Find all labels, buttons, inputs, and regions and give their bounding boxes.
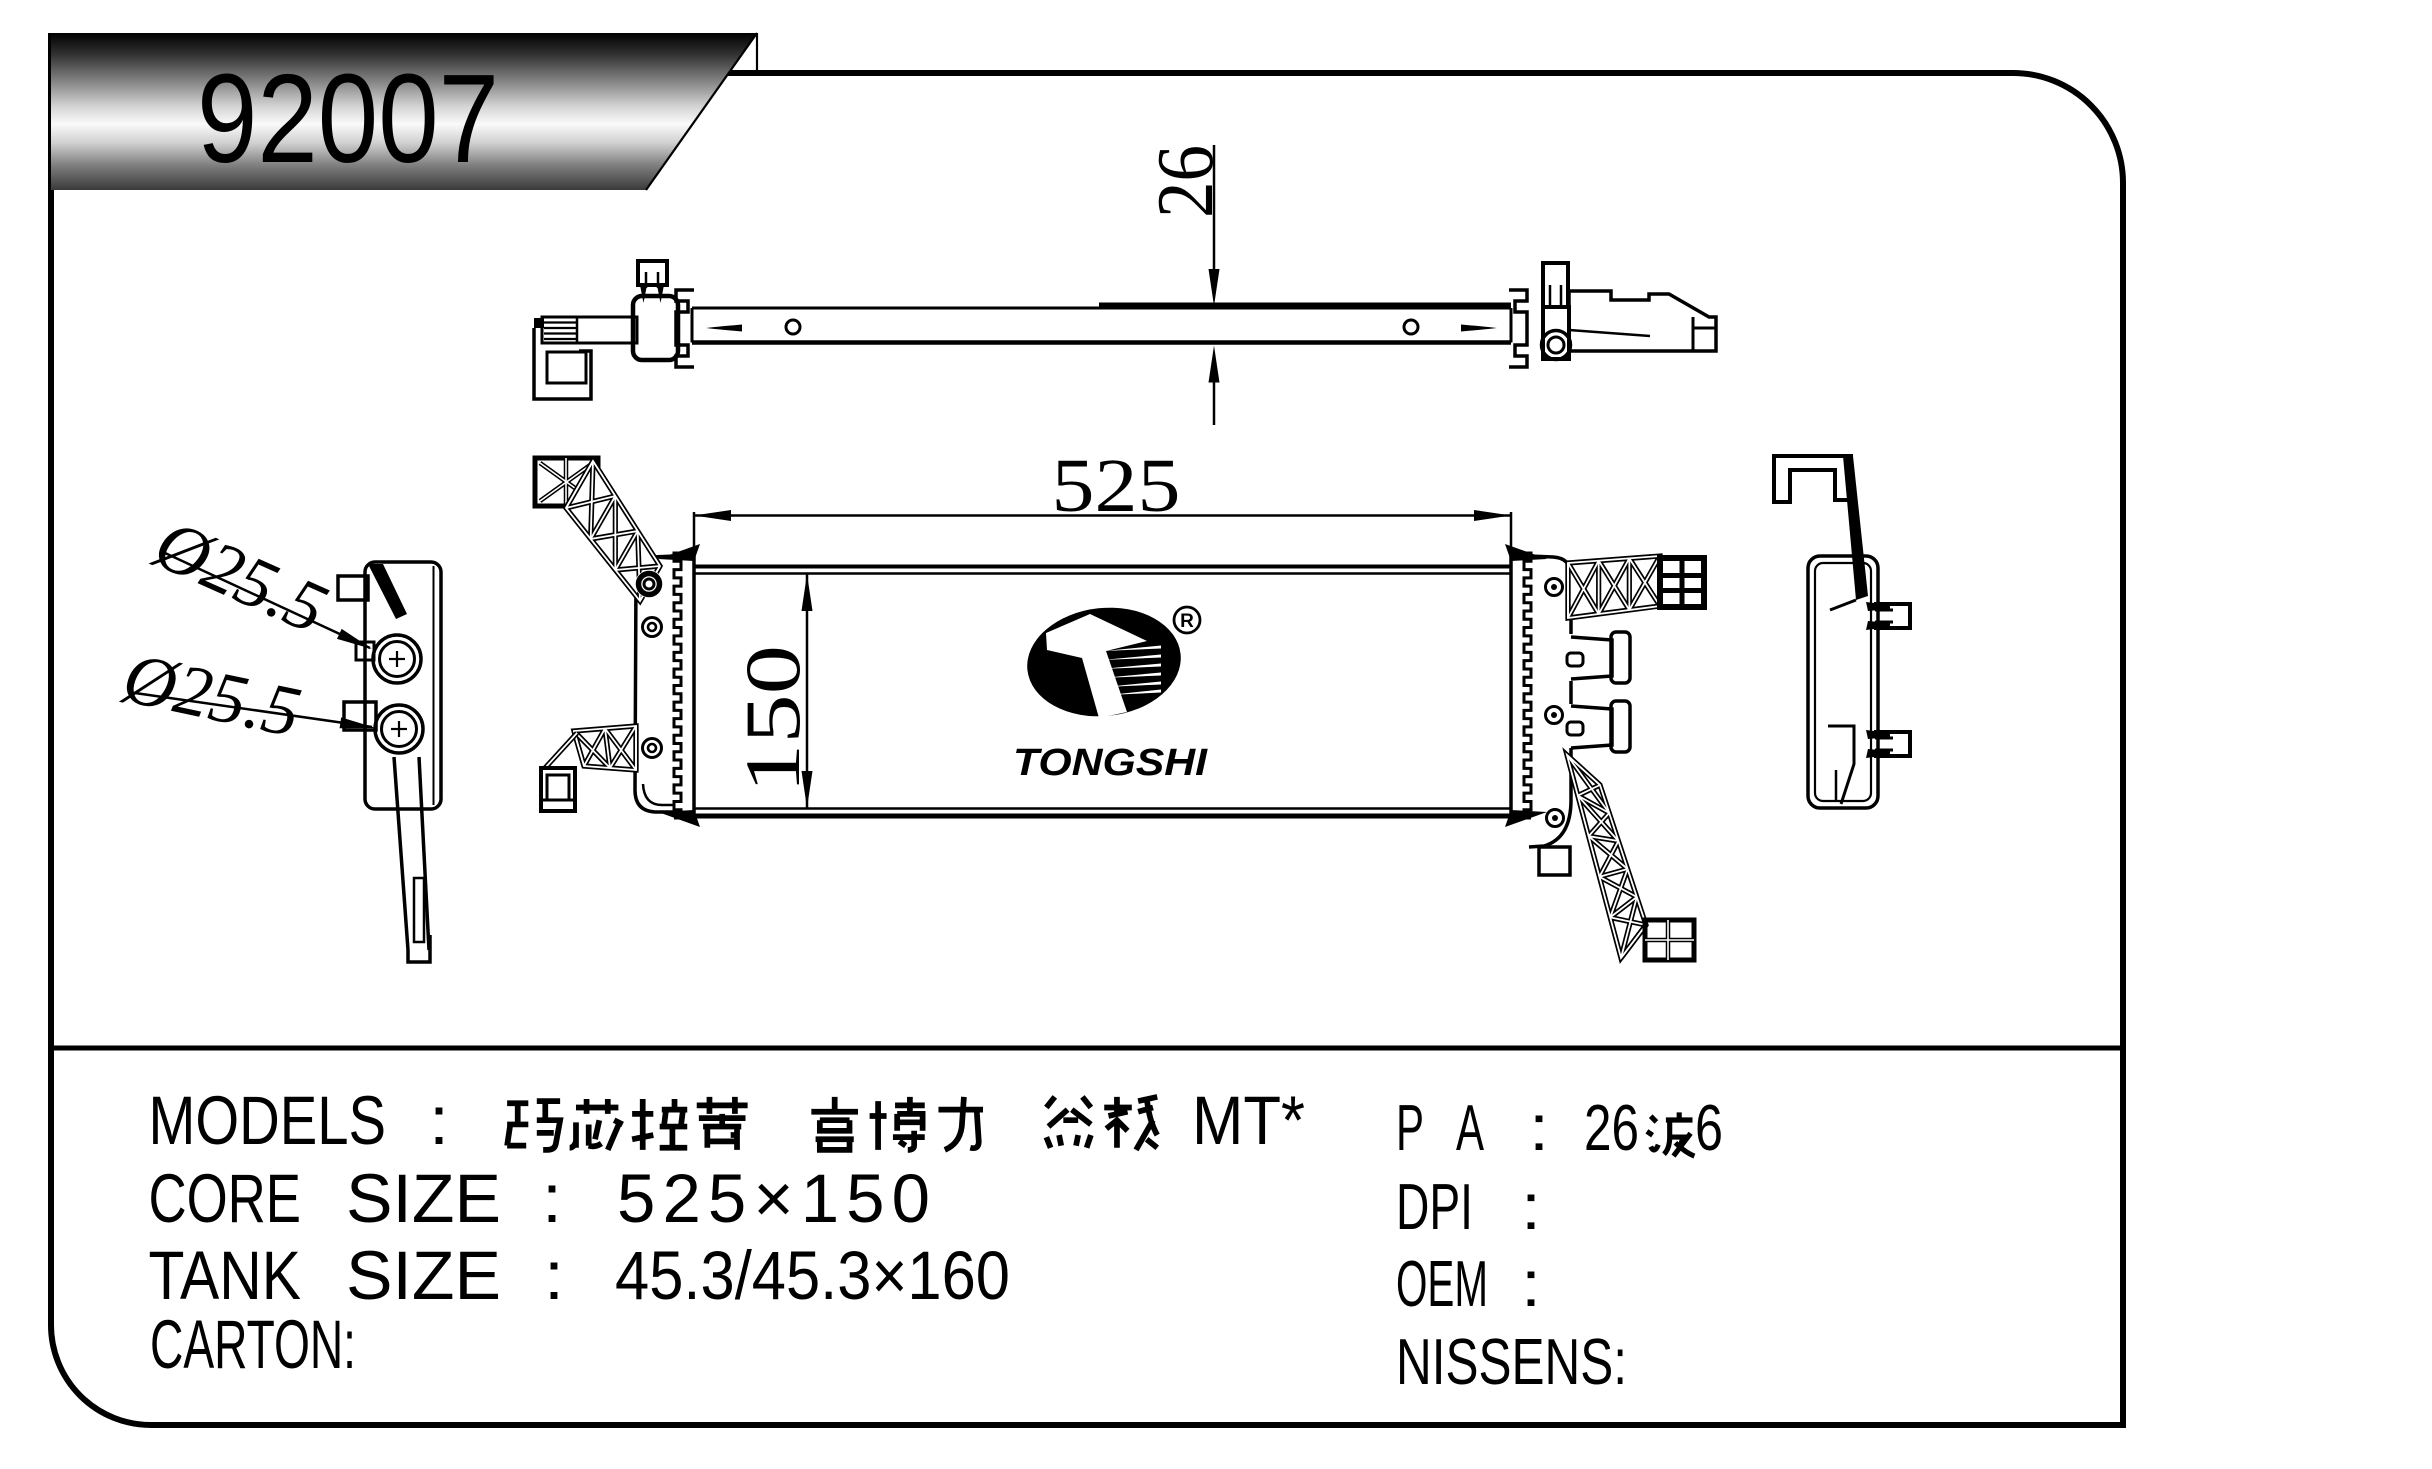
svg-text:SIZE: SIZE	[346, 1160, 501, 1237]
svg-text:MT*: MT*	[1192, 1082, 1305, 1159]
svg-text:6: 6	[1695, 1091, 1723, 1164]
svg-text::: :	[1521, 1170, 1541, 1243]
svg-text:R: R	[1180, 611, 1194, 632]
svg-text:SIZE: SIZE	[346, 1237, 501, 1314]
svg-text:525: 525	[1052, 444, 1181, 528]
svg-text:525×150: 525×150	[617, 1160, 930, 1237]
svg-text:150: 150	[729, 645, 816, 793]
svg-text:92007: 92007	[197, 48, 499, 189]
svg-text:45.3/45.3×160: 45.3/45.3×160	[615, 1237, 1010, 1314]
svg-text:A: A	[1456, 1091, 1484, 1164]
svg-text:TANK: TANK	[149, 1237, 302, 1314]
svg-text:OEM: OEM	[1396, 1247, 1488, 1320]
svg-text:DPI: DPI	[1396, 1170, 1473, 1243]
svg-text::: :	[544, 1237, 564, 1314]
svg-text::: :	[1529, 1091, 1549, 1164]
svg-text::: :	[1521, 1247, 1541, 1320]
svg-text:MODELS: MODELS	[149, 1082, 387, 1159]
svg-text:CARTON:: CARTON:	[150, 1306, 356, 1383]
svg-text:TONGSHI: TONGSHI	[1013, 742, 1209, 784]
svg-text::: :	[429, 1082, 449, 1159]
svg-text:26: 26	[1584, 1091, 1639, 1164]
svg-text::: :	[542, 1160, 562, 1237]
svg-text:26: 26	[1142, 145, 1230, 218]
svg-text:NISSENS:: NISSENS:	[1396, 1325, 1627, 1398]
svg-text:CORE: CORE	[149, 1160, 302, 1237]
svg-text:P: P	[1396, 1091, 1424, 1164]
